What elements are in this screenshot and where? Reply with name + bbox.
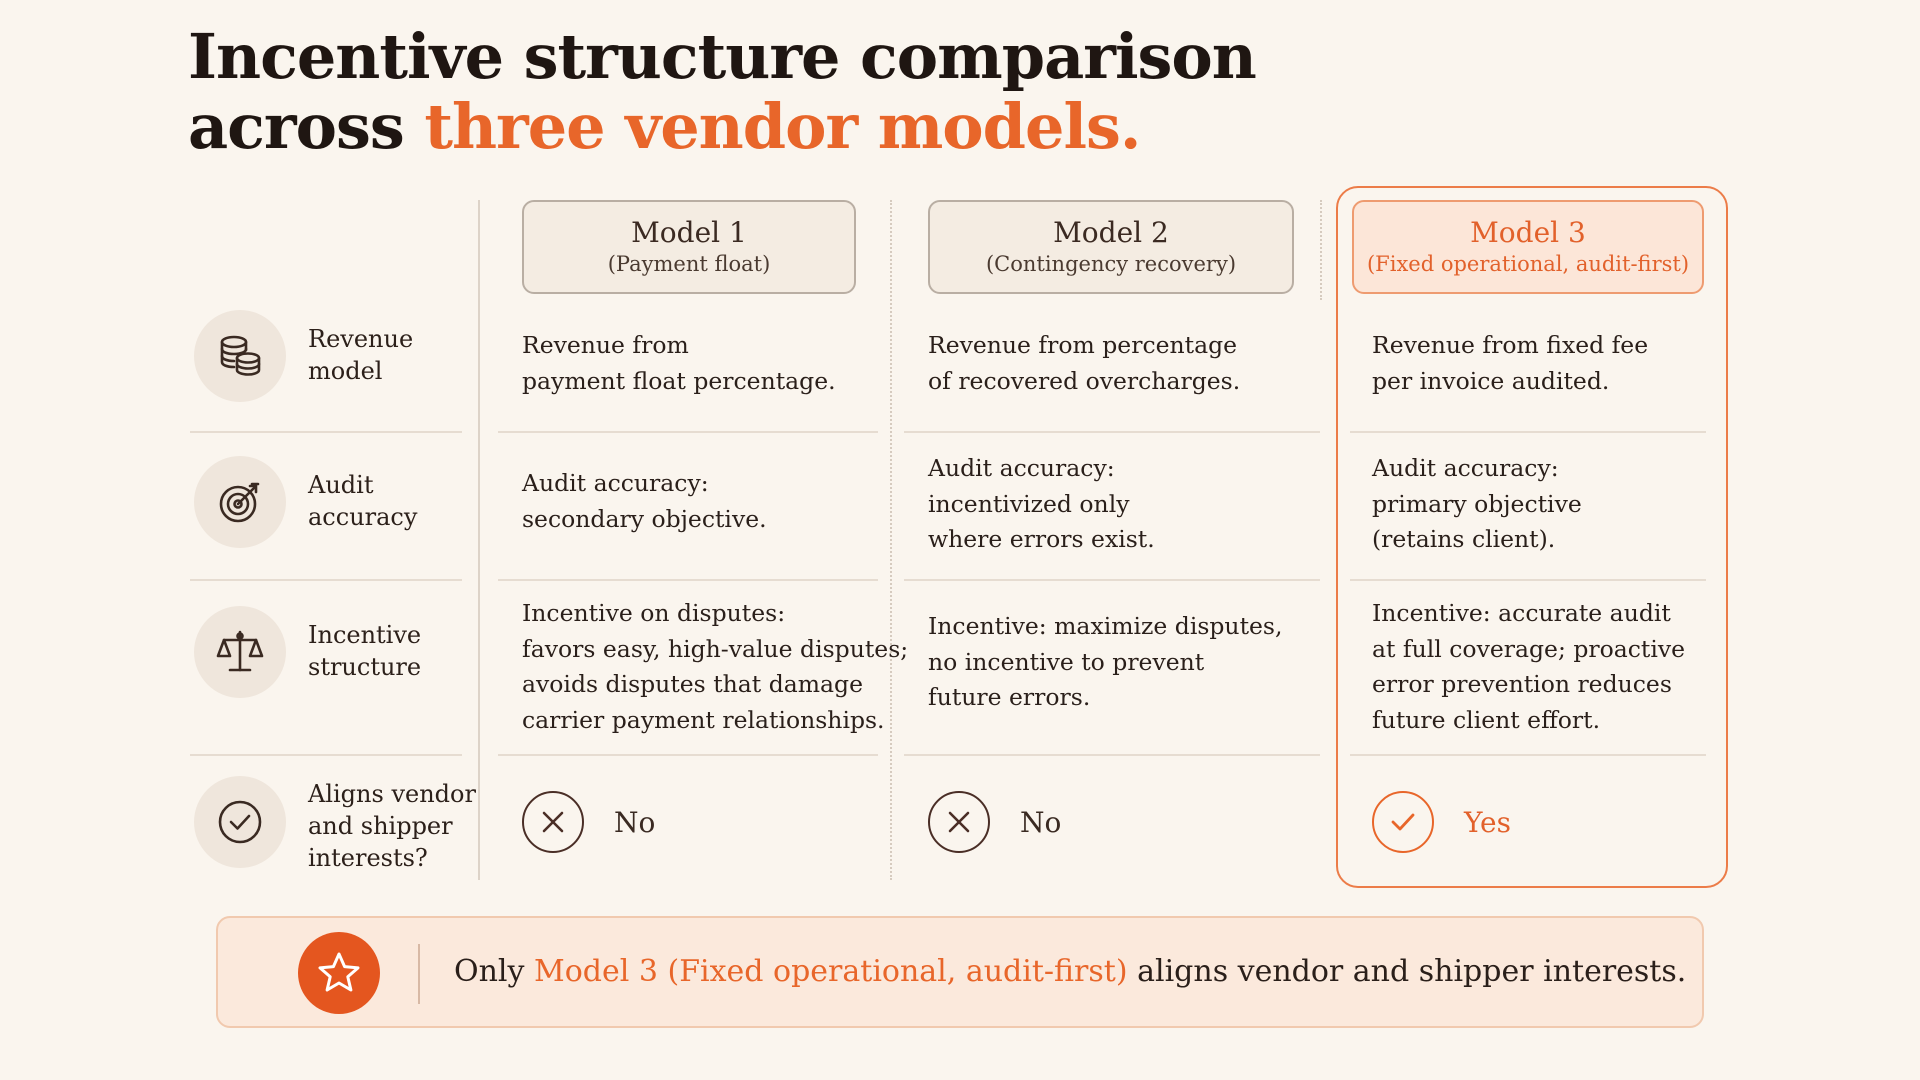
coins-stack-icon bbox=[194, 310, 286, 402]
check-circle-icon bbox=[194, 776, 286, 868]
row-divider bbox=[904, 754, 1320, 756]
verdict-text: Yes bbox=[1464, 805, 1511, 839]
cell-line: carrier payment relationships. bbox=[522, 705, 885, 734]
cell-model-2-revenue: Revenue from percentage of recovered ove… bbox=[928, 328, 1240, 399]
verdict-model-2: No bbox=[928, 791, 1061, 853]
cell-line: at full coverage; proactive bbox=[1372, 634, 1686, 663]
model-3-subtitle: (Fixed operational, audit-first) bbox=[1366, 252, 1690, 276]
row-label-line: Aligns vendor bbox=[308, 780, 476, 808]
cell-line: future client effort. bbox=[1372, 705, 1601, 734]
cell-line: secondary objective. bbox=[522, 504, 767, 533]
conclusion-accent: Model 3 (Fixed operational, audit-first) bbox=[534, 954, 1128, 989]
cell-line: of recovered overcharges. bbox=[928, 366, 1241, 395]
model-2-subtitle: (Contingency recovery) bbox=[985, 252, 1237, 276]
cell-line: primary objective bbox=[1372, 489, 1582, 518]
row-label-line: and shipper bbox=[308, 812, 453, 840]
title-line-2: across three vendor models. bbox=[188, 92, 1256, 162]
verdict-text: No bbox=[1020, 805, 1062, 839]
title-line-2-accent: three vendor models. bbox=[424, 90, 1141, 163]
check-circle-icon bbox=[1372, 791, 1434, 853]
cell-line: per invoice audited. bbox=[1372, 366, 1610, 395]
model-1-header: Model 1 (Payment float) bbox=[522, 200, 856, 294]
cell-line: Incentive: accurate audit bbox=[1372, 599, 1671, 627]
x-circle-icon bbox=[928, 791, 990, 853]
column-divider bbox=[890, 200, 892, 880]
row-label-line: accuracy bbox=[308, 503, 418, 531]
row-divider bbox=[1350, 579, 1706, 581]
verdict-model-3: Yes bbox=[1372, 791, 1511, 853]
cell-line: error prevention reduces bbox=[1372, 670, 1672, 698]
model-3-name: Model 3 bbox=[1470, 216, 1586, 249]
row-label-revenue-model: Revenue model bbox=[308, 323, 413, 387]
cell-model-2-incentive: Incentive: maximize disputes, no incenti… bbox=[928, 609, 1282, 716]
model-1-subtitle: (Payment float) bbox=[607, 252, 771, 276]
cell-line: Audit accuracy: bbox=[1372, 454, 1559, 482]
conclusion-text: Only Model 3 (Fixed operational, audit-f… bbox=[454, 952, 1686, 992]
cell-line: Revenue from fixed fee bbox=[1372, 331, 1649, 359]
cell-model-3-incentive: Incentive: accurate audit at full covera… bbox=[1372, 596, 1685, 738]
row-divider bbox=[1350, 431, 1706, 433]
model-2-header: Model 2 (Contingency recovery) bbox=[928, 200, 1294, 294]
verdict-text: No bbox=[614, 805, 656, 839]
verdict-model-1: No bbox=[522, 791, 655, 853]
row-divider bbox=[1350, 754, 1706, 756]
row-divider bbox=[498, 754, 878, 756]
cell-line: Audit accuracy: bbox=[522, 469, 709, 497]
star-icon bbox=[298, 932, 380, 1014]
cell-line: where errors exist. bbox=[928, 525, 1155, 553]
row-label-line: Revenue bbox=[308, 325, 414, 353]
cell-line: payment float percentage. bbox=[522, 366, 836, 395]
cell-model-2-accuracy: Audit accuracy: incentivized only where … bbox=[928, 451, 1155, 558]
title-line-1: Incentive structure comparison bbox=[188, 20, 1257, 93]
x-circle-icon bbox=[522, 791, 584, 853]
cell-line: no incentive to prevent bbox=[928, 647, 1205, 676]
cell-line: Incentive on disputes: bbox=[522, 599, 786, 627]
cell-line: Revenue from bbox=[522, 331, 689, 359]
column-divider bbox=[1320, 200, 1322, 300]
row-divider bbox=[904, 579, 1320, 581]
row-label-line: structure bbox=[308, 653, 422, 681]
row-divider bbox=[498, 579, 878, 581]
cell-line: favors easy, high-value disputes; bbox=[522, 634, 909, 663]
row-label-line: interests? bbox=[308, 844, 428, 872]
cell-model-3-accuracy: Audit accuracy: primary objective (retai… bbox=[1372, 451, 1582, 558]
row-divider bbox=[190, 754, 462, 756]
scales-icon bbox=[194, 606, 286, 698]
cell-line: incentivized only bbox=[928, 489, 1130, 518]
row-label-alignment: Aligns vendor and shipper interests? bbox=[308, 778, 476, 874]
row-label-line: model bbox=[308, 357, 383, 385]
row-divider bbox=[904, 431, 1320, 433]
page-title: Incentive structure comparison across th… bbox=[188, 20, 1257, 162]
title-line-2-prefix: across bbox=[188, 90, 425, 163]
target-icon bbox=[194, 456, 286, 548]
conclusion-banner: Only Model 3 (Fixed operational, audit-f… bbox=[216, 916, 1704, 1028]
cell-line: future errors. bbox=[928, 683, 1091, 711]
model-3-highlight-frame bbox=[1336, 186, 1728, 888]
row-label-line: Audit bbox=[308, 471, 374, 499]
cell-model-3-revenue: Revenue from fixed fee per invoice audit… bbox=[1372, 328, 1648, 399]
row-label-audit-accuracy: Audit accuracy bbox=[308, 469, 417, 533]
cell-model-1-revenue: Revenue from payment float percentage. bbox=[522, 328, 836, 399]
column-divider bbox=[478, 200, 480, 880]
cell-line: Incentive: maximize disputes, bbox=[928, 612, 1283, 640]
cell-line: avoids disputes that damage bbox=[522, 670, 864, 698]
cell-line: Revenue from percentage bbox=[928, 331, 1238, 359]
row-divider bbox=[190, 579, 462, 581]
cell-model-1-accuracy: Audit accuracy: secondary objective. bbox=[522, 466, 767, 537]
cell-line: (retains client). bbox=[1372, 525, 1556, 553]
conclusion-prefix: Only bbox=[454, 954, 534, 989]
cell-model-1-incentive: Incentive on disputes: favors easy, high… bbox=[522, 596, 908, 738]
row-label-incentive-structure: Incentive structure bbox=[308, 619, 421, 683]
cell-line: Audit accuracy: bbox=[928, 454, 1115, 482]
row-divider bbox=[498, 431, 878, 433]
model-3-header: Model 3 (Fixed operational, audit-first) bbox=[1352, 200, 1704, 294]
row-label-line: Incentive bbox=[308, 621, 422, 649]
conclusion-suffix: aligns vendor and shipper interests. bbox=[1127, 954, 1687, 989]
row-divider bbox=[190, 431, 462, 433]
model-2-name: Model 2 bbox=[1053, 216, 1169, 249]
model-1-name: Model 1 bbox=[631, 216, 747, 249]
banner-divider bbox=[418, 944, 420, 1004]
